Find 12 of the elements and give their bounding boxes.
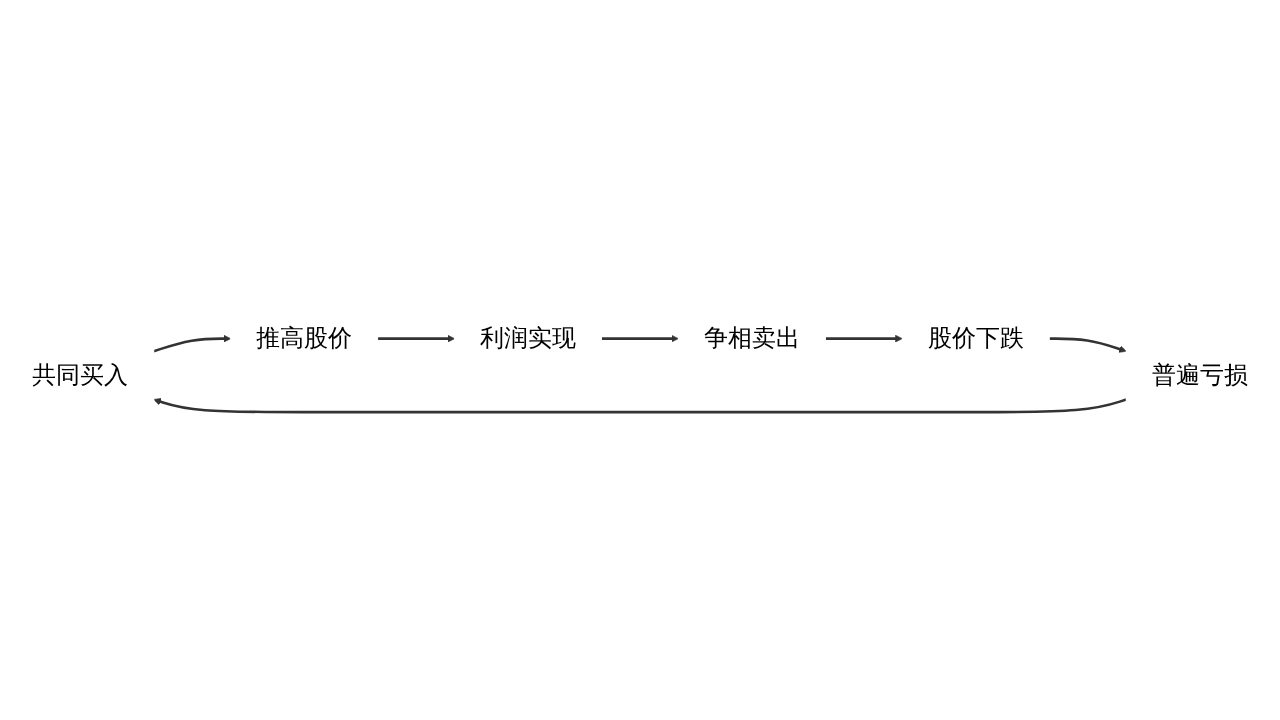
- arrow: [377, 334, 455, 343]
- arrow: [825, 334, 903, 343]
- node-text: 推高股价: [256, 324, 353, 353]
- arrow: [1049, 337, 1127, 353]
- arrow: [153, 334, 232, 353]
- arrow: [601, 334, 679, 343]
- node-text: 普遍亏损: [1151, 360, 1248, 390]
- node-text: 利润实现: [480, 324, 576, 353]
- node-text: 股价下跌: [927, 324, 1024, 353]
- arrow: [153, 398, 1127, 414]
- node-text: 共同买入: [32, 360, 129, 390]
- node-text: 争相卖出: [704, 324, 800, 353]
